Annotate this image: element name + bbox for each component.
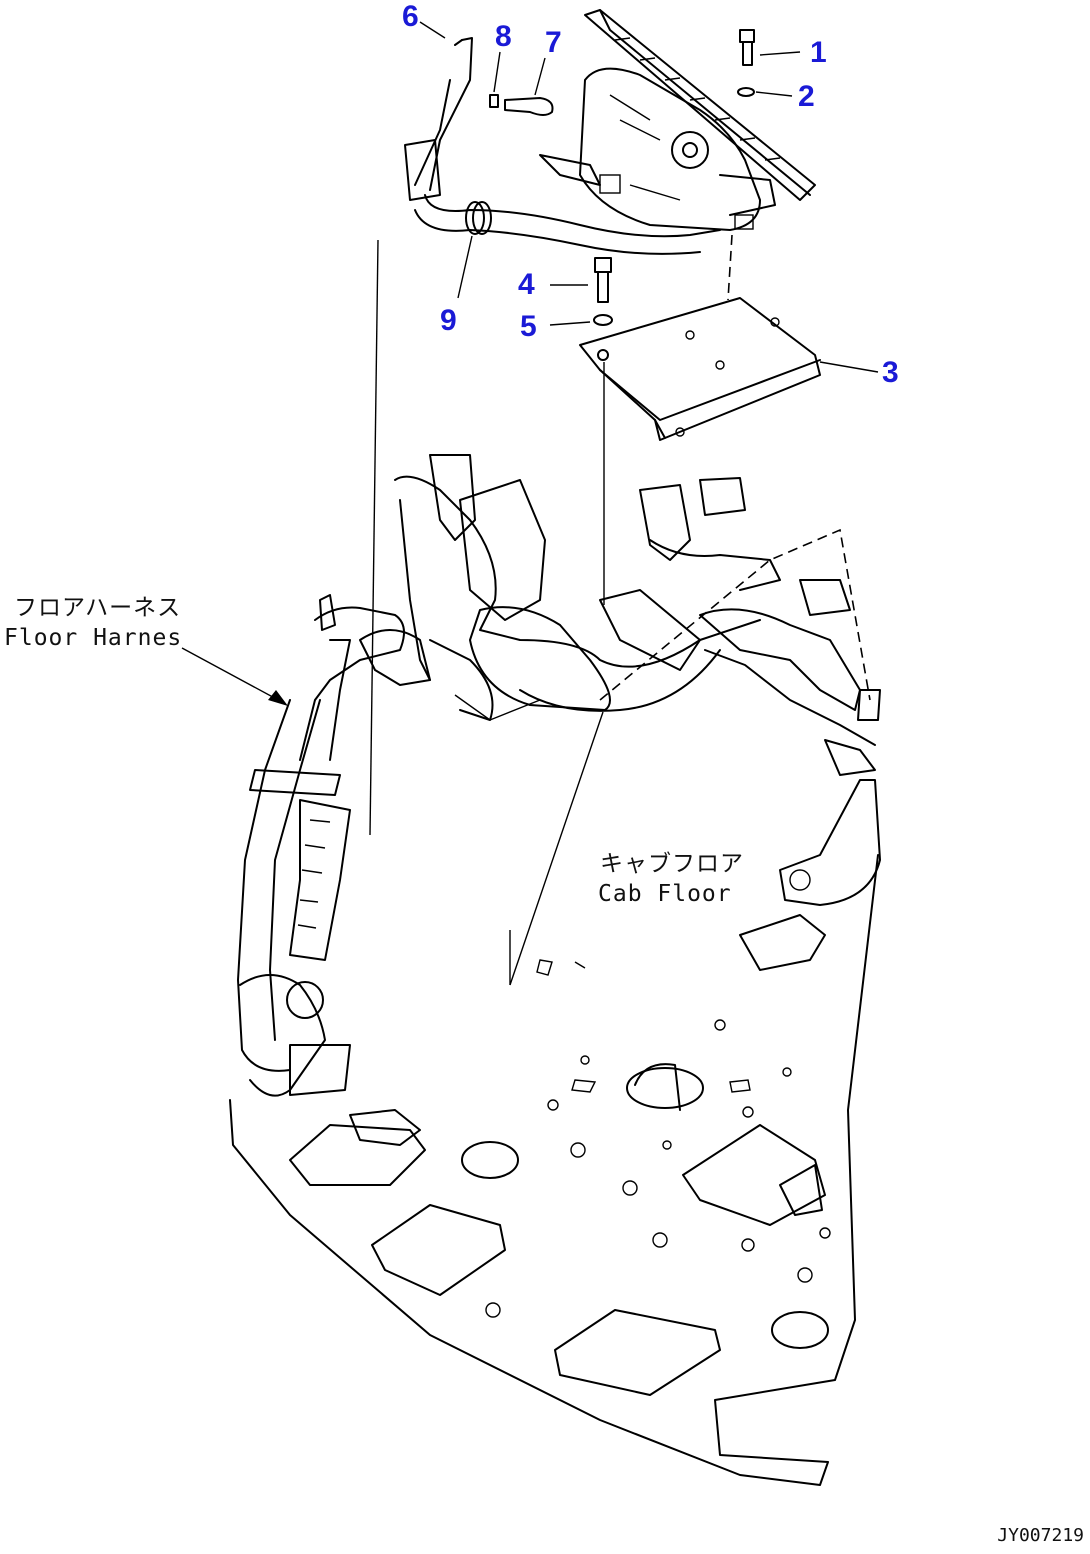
right-harness — [599, 477, 881, 971]
harness-6 — [404, 21, 721, 255]
cab-floor-label-en: Cab Floor — [598, 881, 732, 907]
center-harness — [359, 454, 761, 721]
callout-8[interactable]: 8 — [495, 20, 512, 53]
washer-2 — [737, 87, 793, 97]
washer-5 — [549, 314, 613, 326]
cab-floor-plate — [229, 528, 879, 1486]
callout-1[interactable]: 1 — [810, 36, 827, 69]
leader-line-floor — [509, 711, 604, 986]
callout-3[interactable]: 3 — [882, 356, 899, 389]
controller-unit — [539, 9, 816, 231]
clip-8 — [489, 51, 501, 108]
floor-opening-3 — [554, 1309, 721, 1396]
callout-6[interactable]: 6 — [402, 0, 419, 33]
callout-2[interactable]: 2 — [798, 80, 815, 113]
floor-harness-label-en: Floor Harnes — [4, 625, 183, 651]
bolt-4 — [550, 257, 612, 303]
drawing-id: JY007219 — [997, 1525, 1084, 1546]
callout-9[interactable]: 9 — [440, 304, 457, 337]
floor-opening-1 — [289, 1124, 426, 1186]
floor-opening-4 — [682, 1124, 826, 1226]
callout-4[interactable]: 4 — [518, 268, 535, 301]
callout-5[interactable]: 5 — [520, 310, 537, 343]
callout-7[interactable]: 7 — [545, 26, 562, 59]
floor-opening-2 — [371, 1204, 506, 1296]
leader-line-harness — [369, 239, 379, 836]
floor-harness-leader — [181, 647, 288, 706]
bolt-1 — [739, 29, 801, 66]
bracket-3 — [579, 297, 879, 441]
leader-line-controller — [727, 234, 733, 301]
cab-floor-label-jp: キャブフロア — [600, 851, 744, 877]
floor-harness-label-jp: フロアハーネス — [14, 595, 182, 621]
clip-7 — [504, 57, 554, 116]
floor-harness — [237, 594, 405, 1097]
clamp-9 — [457, 201, 492, 299]
